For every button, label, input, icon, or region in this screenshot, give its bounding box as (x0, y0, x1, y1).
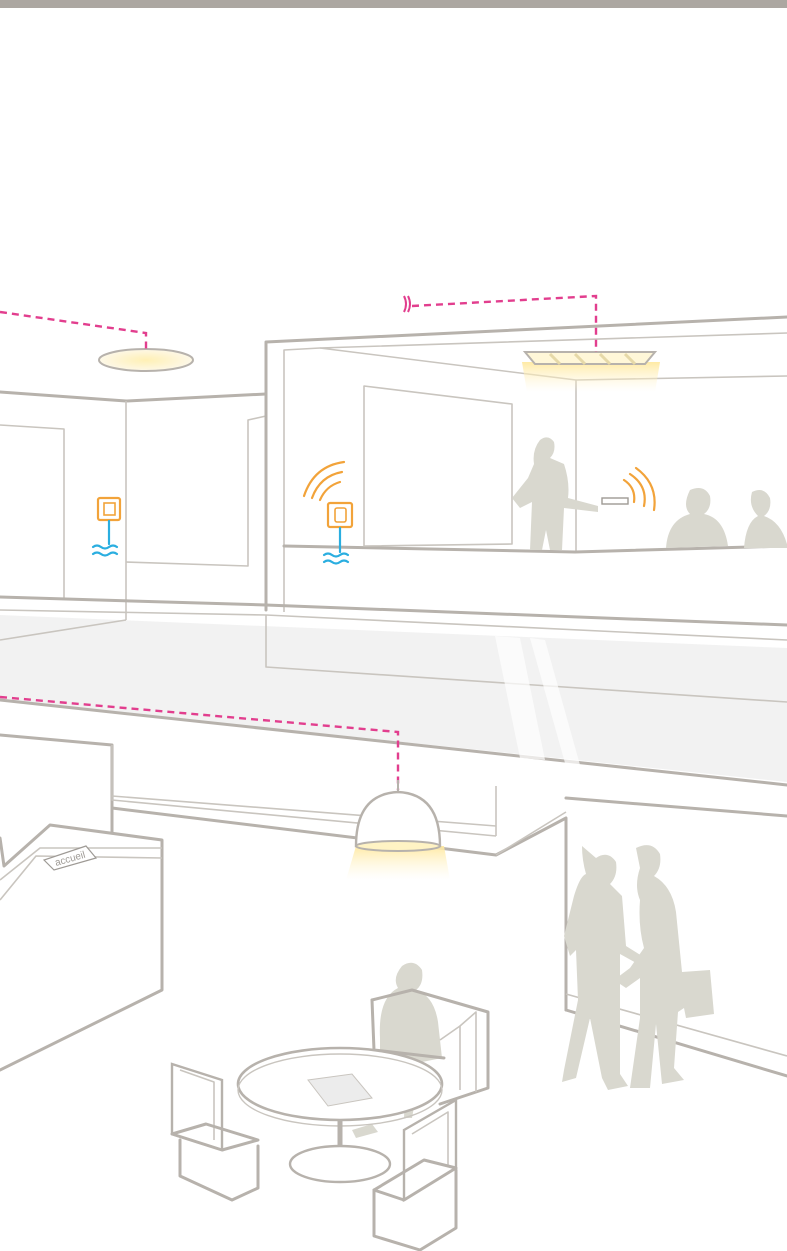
ceiling-light-panel (522, 352, 660, 392)
wave-symbol-icon (404, 296, 410, 312)
people-handshake (562, 845, 714, 1090)
ceiling-light-oval (99, 349, 193, 371)
meeting-people (512, 437, 787, 550)
wall-switch-left (93, 498, 120, 556)
pendant-light (346, 780, 450, 880)
wireless-signal-icon (304, 462, 344, 500)
upper-floor (0, 317, 787, 785)
top-bar (0, 0, 787, 8)
reception-desk: accueil (0, 825, 162, 1070)
dashed-wire-oval-light (0, 312, 146, 350)
